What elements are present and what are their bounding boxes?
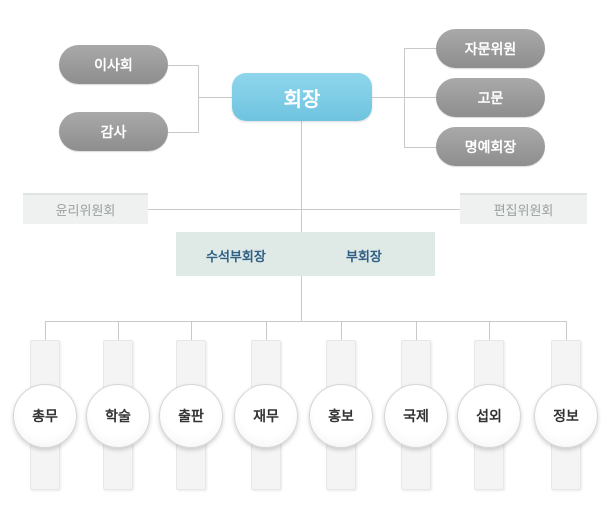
right-tick-1	[404, 48, 436, 49]
department-tick	[191, 321, 192, 341]
department-tick	[489, 321, 490, 341]
auditor-pill[interactable]: 감사	[59, 112, 168, 151]
advisory-member-pill[interactable]: 자문위원	[436, 29, 545, 68]
vice-chairman-box	[176, 232, 435, 276]
committee-line	[148, 209, 460, 210]
left-tick-top	[168, 65, 198, 66]
vice-chairman-label[interactable]: 부회장	[346, 250, 382, 265]
department-circle[interactable]: 총무	[13, 384, 77, 448]
honorary-chairman-pill[interactable]: 명예회장	[436, 127, 545, 166]
department-tick	[416, 321, 417, 341]
left-connector	[198, 97, 232, 98]
ethics-committee-box[interactable]: 윤리위원회	[23, 193, 148, 224]
department-circle[interactable]: 홍보	[309, 384, 373, 448]
department-tick	[566, 321, 567, 341]
department-tick	[118, 321, 119, 341]
board-of-directors-pill[interactable]: 이사회	[59, 45, 168, 84]
left-tick-bottom	[168, 132, 198, 133]
department-circle[interactable]: 출판	[159, 384, 223, 448]
trunk-line	[301, 120, 302, 232]
department-tick	[45, 321, 46, 341]
editorial-committee-box[interactable]: 편집위원회	[460, 193, 587, 224]
chairman-box[interactable]: 회장	[232, 73, 372, 121]
department-bus	[45, 321, 566, 322]
trunk-line-lower	[301, 276, 302, 322]
department-circle[interactable]: 섭외	[457, 384, 521, 448]
right-tick-3	[404, 147, 436, 148]
department-circle[interactable]: 정보	[534, 384, 598, 448]
department-tick	[341, 321, 342, 341]
right-connector	[372, 97, 404, 98]
department-circle[interactable]: 학술	[86, 384, 150, 448]
senior-vice-chairman-label[interactable]: 수석부회장	[206, 250, 266, 265]
department-circle[interactable]: 재무	[234, 384, 298, 448]
left-bracket	[198, 65, 199, 133]
right-tick-2	[404, 97, 436, 98]
advisor-pill[interactable]: 고문	[436, 78, 545, 117]
department-tick	[266, 321, 267, 341]
department-circle[interactable]: 국제	[384, 384, 448, 448]
